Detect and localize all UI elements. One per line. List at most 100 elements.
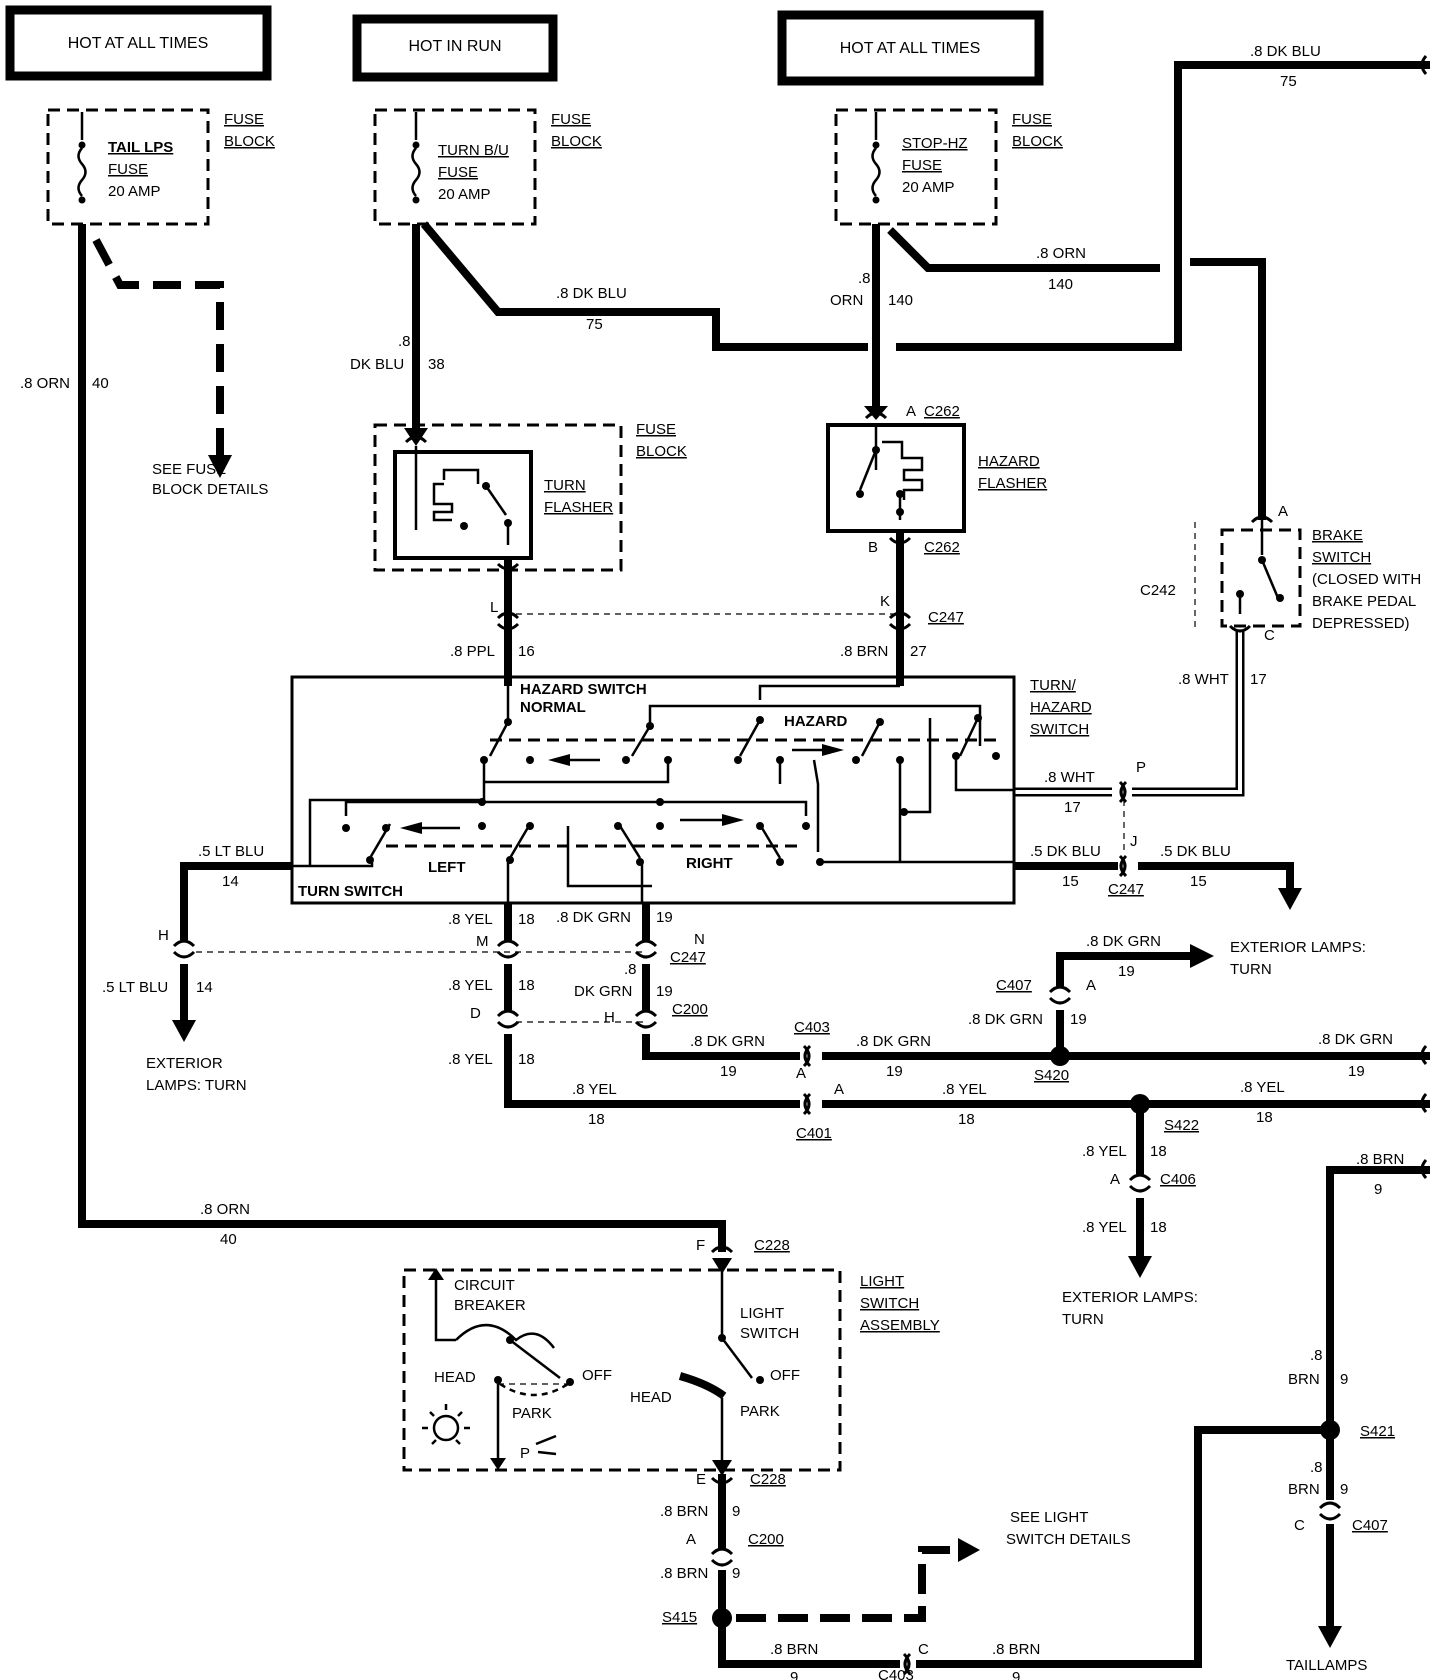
svg-text:C242: C242: [1140, 582, 1176, 599]
svg-text:C406: C406: [1160, 1171, 1196, 1188]
svg-text:RIGHT: RIGHT: [686, 855, 733, 872]
svg-text:A: A: [686, 1531, 696, 1548]
wire-brn-9-lower: E C228 .8 BRN 9 A C200 .8 BRN 9 S415 .8 …: [660, 1471, 1131, 1680]
svg-text:TURN/: TURN/: [1030, 677, 1077, 694]
svg-text:SWITCH: SWITCH: [740, 1325, 799, 1342]
svg-text:BRAKE: BRAKE: [1312, 527, 1363, 544]
svg-text:S422: S422: [1164, 1117, 1199, 1134]
svg-text:C403: C403: [794, 1019, 830, 1036]
svg-text:SWITCH: SWITCH: [1030, 721, 1089, 738]
svg-text:FUSE: FUSE: [636, 421, 676, 438]
wire-ltblu-14: .5 LT BLU 14 H .5 LT BLU 14 EXTERIOR LAM…: [102, 843, 292, 1094]
svg-text:C262: C262: [924, 539, 960, 556]
svg-text:20 AMP: 20 AMP: [438, 186, 491, 203]
svg-text:.8 YEL: .8 YEL: [1240, 1079, 1285, 1096]
svg-text:SWITCH DETAILS: SWITCH DETAILS: [1006, 1531, 1131, 1548]
wire-brn-9-right: .8 BRN 9 .8 BRN 9 S421 .8 BRN 9 C C407 T…: [916, 1151, 1430, 1680]
svg-text:.5 DK BLU: .5 DK BLU: [1030, 843, 1101, 860]
svg-text:S421: S421: [1360, 1423, 1395, 1440]
parklamp-icon: P: [520, 1434, 557, 1462]
svg-text:.8 YEL: .8 YEL: [448, 977, 493, 994]
svg-text:B: B: [868, 539, 878, 556]
svg-text:BREAKER: BREAKER: [454, 1297, 526, 1314]
svg-text:HAZARD: HAZARD: [1030, 699, 1092, 716]
light-switch-assembly: F C228 LIGHT SWITCH ASSEMBLY CIRCUIT BRE…: [402, 1237, 940, 1476]
tail-lps-fuse: TAIL LPS FUSE 20 AMP FUSE BLOCK: [46, 108, 275, 226]
svg-text:.8 DK GRN: .8 DK GRN: [1086, 933, 1161, 950]
svg-text:19: 19: [886, 1063, 903, 1080]
svg-text:P: P: [520, 1445, 530, 1462]
turn-flasher: TURN FLASHER FUSE BLOCK: [373, 421, 687, 572]
wire-wht-17: .8 WHT 17 .8 WHT 17 P: [1014, 630, 1267, 816]
svg-text:C407: C407: [1352, 1517, 1388, 1534]
svg-text:.8: .8: [398, 333, 411, 350]
svg-text:.8: .8: [624, 961, 637, 978]
svg-text:C262: C262: [924, 403, 960, 420]
svg-text:BRN: BRN: [1288, 1481, 1320, 1498]
svg-text:.8: .8: [1310, 1347, 1323, 1364]
svg-text:TURN: TURN: [544, 477, 586, 494]
svg-text:C200: C200: [748, 1531, 784, 1548]
svg-text:BRN: BRN: [1288, 1371, 1320, 1388]
svg-text:.5 LT BLU: .5 LT BLU: [198, 843, 264, 860]
svg-text:S415: S415: [662, 1609, 697, 1626]
svg-text:K: K: [880, 593, 890, 610]
svg-text:19: 19: [1070, 1011, 1087, 1028]
svg-text:14: 14: [196, 979, 213, 996]
svg-text:.8 YEL: .8 YEL: [1082, 1219, 1127, 1236]
svg-text:.8 DK BLU: .8 DK BLU: [556, 285, 627, 302]
svg-text:TURN SWITCH: TURN SWITCH: [298, 883, 403, 900]
svg-text:17: 17: [1250, 671, 1267, 688]
svg-text:9: 9: [790, 1669, 798, 1680]
svg-text:20 AMP: 20 AMP: [108, 183, 161, 200]
brake-switch: A C C242 BRAKE SWITCH (CLOSED WITH BRAKE…: [1140, 503, 1421, 644]
svg-text:C: C: [1264, 627, 1275, 644]
header-hot-in-run: HOT IN RUN: [352, 14, 558, 82]
svg-text:FUSE: FUSE: [438, 164, 478, 181]
svg-text:FUSE: FUSE: [1012, 111, 1052, 128]
turn-hazard-switch: HAZARD SWITCH NORMAL HAZARD LEFT RIGHT T…: [290, 675, 1092, 905]
svg-text:17: 17: [1064, 799, 1081, 816]
svg-text:NORMAL: NORMAL: [520, 699, 586, 716]
svg-text:.8 YEL: .8 YEL: [448, 911, 493, 928]
svg-text:19: 19: [656, 909, 673, 926]
svg-text:TURN B/U: TURN B/U: [438, 142, 509, 159]
svg-text:HEAD: HEAD: [434, 1369, 476, 1386]
svg-text:FLASHER: FLASHER: [978, 475, 1047, 492]
svg-text:EXTERIOR: EXTERIOR: [146, 1055, 223, 1072]
svg-text:19: 19: [656, 983, 673, 1000]
header-hot-at-all-times-left: HOT AT ALL TIMES: [5, 5, 272, 81]
svg-text:SWITCH: SWITCH: [860, 1295, 919, 1312]
svg-text:J: J: [1130, 833, 1138, 850]
svg-text:.8 BRN: .8 BRN: [770, 1641, 818, 1658]
svg-text:C247: C247: [928, 609, 964, 626]
svg-text:.8 BRN: .8 BRN: [660, 1565, 708, 1582]
svg-text:HAZARD SWITCH: HAZARD SWITCH: [520, 681, 647, 698]
svg-text:.8: .8: [858, 270, 871, 287]
svg-text:27: 27: [910, 643, 927, 660]
svg-text:16: 16: [518, 643, 535, 660]
svg-text:19: 19: [1348, 1063, 1365, 1080]
branch-c406-yel: S422 .8 YEL 18 A C406 .8 YEL 18 EXTERIOR…: [1062, 1094, 1199, 1328]
svg-text:.8 BRN: .8 BRN: [992, 1641, 1040, 1658]
wire-orn-40: .8 ORN 40 .8 ORN 40: [20, 224, 726, 1252]
wire-yel-18: .8 YEL 18 M .8 YEL 18 D .8 YEL 18 .8 YEL…: [448, 903, 1430, 1142]
svg-text:S420: S420: [1034, 1067, 1069, 1084]
svg-text:C: C: [918, 1641, 929, 1658]
svg-text:HAZARD: HAZARD: [978, 453, 1040, 470]
svg-text:E: E: [696, 1471, 706, 1488]
turn-bu-fuse: TURN B/U FUSE 20 AMP FUSE BLOCK: [373, 108, 602, 226]
svg-text:EXTERIOR LAMPS:: EXTERIOR LAMPS:: [1062, 1289, 1198, 1306]
hazard-flasher: A C262 HAZARD FLASHER B C262: [826, 403, 1047, 556]
svg-text:18: 18: [1150, 1143, 1167, 1160]
svg-text:TAIL LPS: TAIL LPS: [108, 139, 173, 156]
wire-orn-140: .8 ORN 140 .8 ORN 140: [830, 224, 1266, 520]
svg-text:.8 DK GRN: .8 DK GRN: [968, 1011, 1043, 1028]
svg-text:.8 YEL: .8 YEL: [448, 1051, 493, 1068]
svg-text:C247: C247: [670, 949, 706, 966]
svg-text:DK BLU: DK BLU: [350, 356, 404, 373]
svg-text:HOT AT ALL TIMES: HOT AT ALL TIMES: [840, 40, 981, 57]
svg-text:.8 BRN: .8 BRN: [840, 643, 888, 660]
svg-text:19: 19: [720, 1063, 737, 1080]
